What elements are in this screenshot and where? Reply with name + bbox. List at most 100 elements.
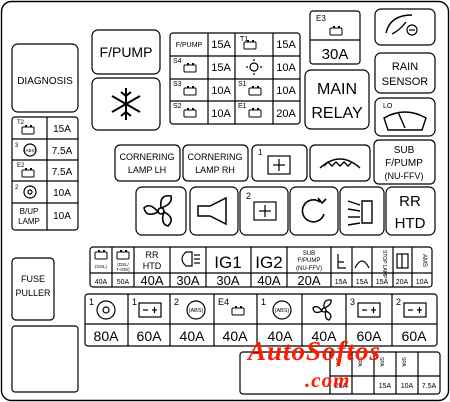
- sub-fpump-line1: SUB: [394, 145, 415, 156]
- fpump-relay-box: [91, 29, 161, 75]
- blower-relay-box: [135, 186, 187, 236]
- bottom-fuse-number: 2: [174, 297, 179, 307]
- fan-relay-1-box: [251, 144, 308, 182]
- grid-fuse-amp: 15A: [276, 39, 296, 51]
- rr-htd-line2: HTD: [395, 215, 426, 232]
- fuse-icon: [248, 85, 262, 96]
- grid-fuse-amp: 10A: [276, 62, 296, 74]
- e3-amp: 30A: [322, 46, 349, 63]
- cornering-lh-line2: LAMP LH: [128, 165, 166, 175]
- abs-icon-label: (ABS): [189, 308, 204, 314]
- cornering-rh-line2: LAMP RH: [195, 165, 235, 175]
- left-fuse-amp: 10A: [53, 188, 71, 199]
- grid-fuse-amp: 20A: [276, 108, 296, 120]
- grid-fuse-amp: 10A: [211, 108, 231, 120]
- spare-label: SPA: [356, 357, 362, 367]
- ams-label: AMS: [421, 254, 427, 267]
- fan-icon: [312, 299, 332, 321]
- mid-fuse-amp: 40A: [95, 279, 108, 286]
- horn-icon: [197, 196, 227, 226]
- battery-icon: [403, 302, 427, 318]
- headlamp-icon: [181, 251, 200, 267]
- steering-wheel-icon: [23, 185, 37, 199]
- cornering-rh-line1: CORNERING: [187, 152, 242, 162]
- watermark-line2: .com: [305, 368, 351, 392]
- bottom-fuse-amp: 60A: [357, 328, 383, 344]
- watermark-line1: AutoSoftos: [248, 336, 382, 366]
- sub-small-line2: F/PUMP: [298, 258, 321, 264]
- tgdi-label: T-GDi): [116, 267, 130, 272]
- mini-fuse-grid: [169, 32, 301, 125]
- mid-fuse-amp: 15A: [376, 279, 389, 286]
- wiper-small-icon: [354, 260, 370, 269]
- cornering-rh-box: [182, 144, 249, 182]
- fuse-puller-line1: FUSE: [21, 274, 45, 284]
- left-fuse-amp: 15A: [53, 124, 71, 135]
- headlamp-beam-icon: [347, 200, 373, 226]
- fan-relay-2-box: [239, 186, 289, 236]
- rain-sensor-line1: RAIN: [392, 61, 418, 73]
- left-fuse-amp: 7.5A: [52, 146, 73, 157]
- left-fuse-name: E2: [17, 163, 25, 169]
- fuse-icon: [183, 85, 197, 96]
- bottom-fuse-number: 1: [132, 297, 137, 307]
- abs-icon: [23, 143, 37, 157]
- wiper-lo-label: LO: [383, 103, 393, 110]
- sub-small-line3: (NU-FFV): [296, 266, 322, 272]
- gsl-label: (GSL): [95, 264, 108, 269]
- diagnosis-box: [11, 43, 79, 113]
- bottom-fuse-amp: 60A: [137, 328, 163, 344]
- e3-label: E3: [316, 14, 326, 23]
- bottom-fuse-number: 2: [396, 297, 401, 307]
- empty-compartment: [11, 325, 79, 393]
- rr-htd-relay-box: [385, 186, 436, 236]
- rain-sensor-line2: SENSOR: [382, 76, 429, 88]
- fan-icon: [143, 194, 173, 227]
- spare-label: SPA: [378, 357, 384, 367]
- radiator-fan-icon: [253, 201, 277, 221]
- windshield-wiper-icon: [383, 111, 427, 131]
- fuse-icon: [329, 25, 343, 36]
- grid-fuse-name: S4: [173, 58, 182, 65]
- grid-fuse-amp: 15A: [211, 39, 231, 51]
- bottom-fuse-number: E4: [218, 297, 229, 307]
- bottom-fuse-row: [84, 293, 438, 347]
- fuse-puller-line2: PULLER: [15, 288, 51, 298]
- steering-wheel-hub-icon: [102, 306, 110, 314]
- sun-icon: [246, 59, 262, 75]
- sub-fpump-line2: F/PUMP: [385, 158, 423, 169]
- fuse-icon: [94, 249, 108, 260]
- fuse-puller-box: [11, 257, 55, 321]
- dsl-label: (DSL/: [117, 262, 129, 267]
- main-relay-box: [304, 69, 370, 130]
- fan-relay-2-number: 2: [246, 191, 251, 201]
- ac-relay-box: [91, 77, 161, 131]
- fuse-icon: [231, 305, 245, 316]
- wiper-icon: [385, 14, 418, 36]
- fuse-icon: [21, 167, 35, 178]
- sub-fpump-line3: (NU-FFV): [385, 171, 424, 181]
- bottom-fuse-number: 3: [350, 297, 355, 307]
- spare-label: SPA: [400, 357, 406, 367]
- bottom-fuse-number: 1: [261, 297, 266, 307]
- grid-fuse-name: S1: [238, 81, 247, 88]
- fuse-icon: [21, 124, 35, 135]
- left-fuse-name: T2: [17, 120, 25, 126]
- cornering-lh-line1: CORNERING: [119, 152, 174, 162]
- rr-htd-line1: RR: [399, 193, 421, 210]
- e3-fuse-box: [309, 10, 361, 65]
- rear-defrost-icon: [319, 158, 361, 169]
- left-fuse-amp: 10A: [53, 211, 71, 222]
- spare-fuse-amp: 15A: [379, 383, 392, 390]
- rr-htd-small-line2: HTD: [143, 261, 162, 271]
- grid-fuse-amp: 10A: [276, 85, 296, 97]
- cornering-lh-box: [114, 144, 181, 182]
- fuse-icon: [248, 107, 262, 118]
- abs-icon-label: (ABS): [24, 148, 37, 153]
- chassis-icon: [396, 253, 409, 269]
- fan-relay-1-number: 1: [258, 148, 263, 157]
- steering-wheel-hub-icon: [27, 189, 33, 195]
- bup-line2: LAMP: [18, 217, 40, 226]
